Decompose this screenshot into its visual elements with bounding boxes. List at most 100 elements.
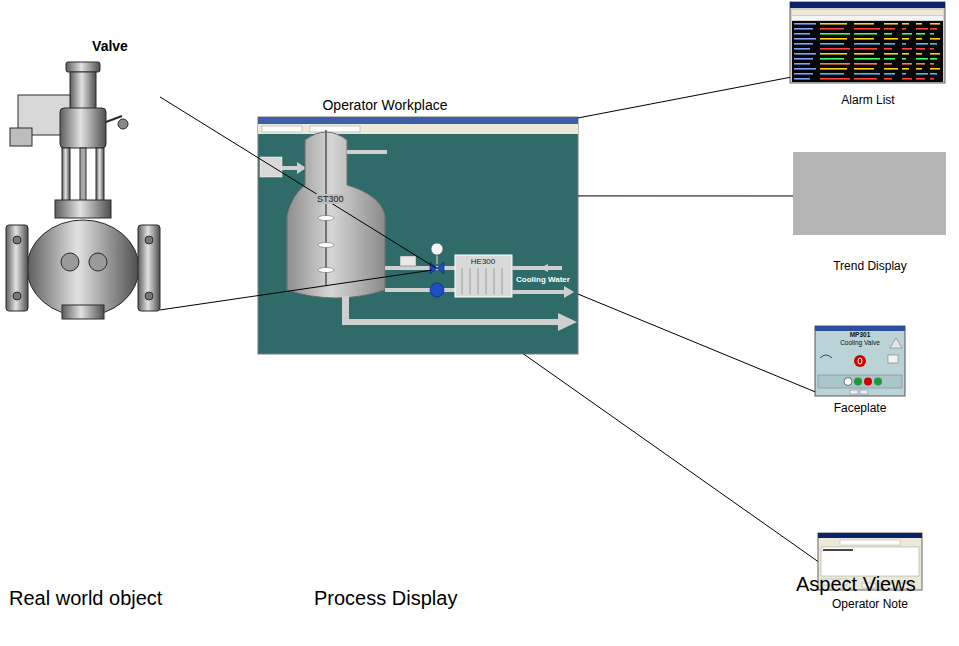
alarm-row-mark xyxy=(884,28,895,30)
alarm-row-mark xyxy=(794,63,810,65)
alarm-row-mark xyxy=(902,58,906,60)
process-display-screenshot-part xyxy=(318,268,334,273)
alarm-row-mark xyxy=(794,23,816,25)
alarm-row-mark xyxy=(930,78,934,80)
leader-line xyxy=(160,97,436,268)
alarm-row-mark xyxy=(902,23,909,25)
alarm-list-screenshot-part xyxy=(792,16,943,20)
alarm-row-mark xyxy=(794,33,810,35)
column-title: Process Display xyxy=(313,587,458,610)
column-title: Real world object xyxy=(8,587,163,610)
process-display-screenshot-part xyxy=(540,264,548,272)
operator-note-screenshot-part xyxy=(818,533,922,538)
alarm-row-mark xyxy=(884,68,898,70)
alarm-row-mark xyxy=(854,73,880,75)
alarm-row-mark xyxy=(794,68,816,70)
alarm-row-mark xyxy=(884,78,892,80)
alarm-row-mark xyxy=(884,58,895,60)
valve-illustration-part xyxy=(13,292,21,300)
alarm-row-mark xyxy=(902,63,912,65)
faceplate-screenshot-part xyxy=(850,390,858,394)
alarm-row-mark xyxy=(854,58,880,60)
process-display-screenshot-part xyxy=(347,150,387,154)
leader-line xyxy=(524,354,818,562)
alarm-row-mark xyxy=(916,33,925,35)
alarm-list-screenshot-part xyxy=(790,2,945,83)
process-display-screenshot-part xyxy=(494,268,495,294)
process-display-screenshot-part xyxy=(462,268,463,294)
alarm-row-mark xyxy=(916,28,928,30)
valve-illustration-part xyxy=(80,148,86,202)
alarm-row-mark xyxy=(884,53,898,55)
faceplate-screenshot-part xyxy=(818,375,902,388)
process-display-screenshot-part xyxy=(310,126,360,132)
faceplate-screenshot-part xyxy=(864,378,872,386)
faceplate-screenshot-part xyxy=(820,355,832,358)
alarm-row-mark xyxy=(930,48,934,50)
alarm-row-mark xyxy=(902,33,912,35)
valve-illustration-part xyxy=(145,292,153,300)
view-node: Valve xyxy=(0,38,160,322)
alarm-row-mark xyxy=(854,33,877,35)
alarm-row-mark xyxy=(884,23,898,25)
leader-line xyxy=(160,270,432,310)
process-display-screenshot-part xyxy=(318,243,334,248)
caption-group: Faceplate xyxy=(834,401,887,415)
alarm-row-mark xyxy=(854,43,880,45)
view-frame xyxy=(793,152,946,235)
alarm-row-mark xyxy=(794,28,813,30)
process-display-screenshot-part xyxy=(258,124,578,134)
view-node: Operator Note xyxy=(818,533,922,612)
alarm-row-mark xyxy=(854,28,880,30)
pipe-label: Cooling Water xyxy=(515,275,571,284)
process-display-screenshot-part xyxy=(260,157,282,177)
valve-illustration-part xyxy=(27,220,139,316)
caption-group: Valve xyxy=(92,38,128,55)
alarm-row-mark xyxy=(930,63,934,65)
faceplate-tag: MP301 xyxy=(849,331,872,338)
alarm-row-mark xyxy=(854,38,874,40)
alarm-row-mark xyxy=(902,28,906,30)
process-display-screenshot-part xyxy=(502,268,503,294)
exchanger-tag: HE300 xyxy=(470,257,496,266)
alarm-row-mark xyxy=(820,53,847,55)
alarm-row-mark xyxy=(794,43,813,45)
alarm-row-mark xyxy=(794,53,816,55)
valve-illustration-part xyxy=(96,148,104,202)
alarm-row-mark xyxy=(854,48,877,50)
alarm-row-mark xyxy=(916,48,925,50)
process-display-screenshot-part xyxy=(430,283,444,297)
process-display-screenshot-part xyxy=(512,290,564,294)
process-display-screenshot xyxy=(258,117,578,354)
caption-group: Operator Note xyxy=(832,597,909,611)
alarm-row-mark xyxy=(902,53,909,55)
valve-illustration-part xyxy=(60,108,106,148)
alarm-row-mark xyxy=(820,38,847,40)
valve-illustration-part xyxy=(138,225,160,311)
process-display-screenshot-part xyxy=(470,268,471,294)
process-display-screenshot-part xyxy=(282,166,298,170)
alarm-list-screenshot-part xyxy=(792,21,943,82)
alarm-row-mark xyxy=(820,73,844,75)
alarm-row-mark xyxy=(916,63,925,65)
view-frame xyxy=(0,60,160,322)
process-display-screenshot-part xyxy=(258,117,578,124)
display-heading: Operator Workplace xyxy=(322,97,448,114)
faceplate-screenshot-part xyxy=(858,358,862,364)
faceplate-screenshot-part xyxy=(844,378,852,386)
process-display-screenshot-part xyxy=(287,132,385,298)
alarm-row-mark xyxy=(902,78,912,80)
leader-line xyxy=(578,195,793,196)
alarm-list-screenshot-part xyxy=(792,10,943,15)
process-display-screenshot-part xyxy=(342,319,560,325)
process-display-screenshot-part xyxy=(512,266,562,270)
view-node: Trend Display xyxy=(793,152,946,274)
alarm-row-mark xyxy=(916,53,922,55)
leader-line xyxy=(578,77,790,118)
valve-illustration-part xyxy=(118,119,128,129)
alarm-row-mark xyxy=(902,48,912,50)
alarm-row-mark xyxy=(820,33,850,35)
alarm-row-mark xyxy=(854,68,874,70)
faceplate-screenshot-part xyxy=(854,378,862,386)
